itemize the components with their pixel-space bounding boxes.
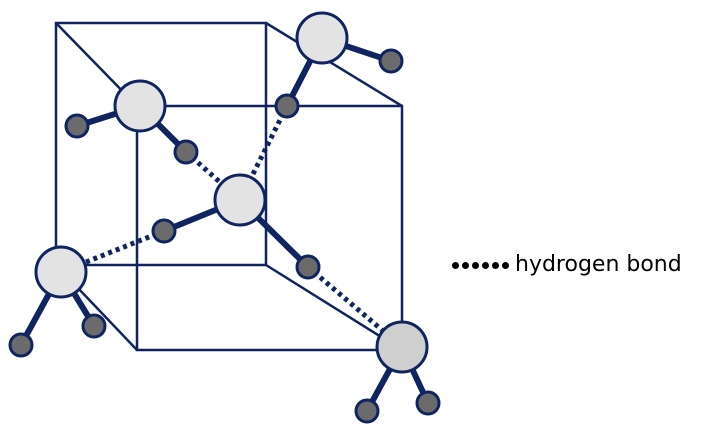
oxygen-atom [213,173,267,227]
oxygen-atom [34,245,88,299]
hydrogen-atom [274,93,300,119]
hydrogen-bond [237,104,290,202]
legend-dot [452,261,459,269]
legend-dot [482,261,489,269]
hydrogen-atom [8,332,34,358]
hydrogen-atom [354,398,380,424]
hydrogen-atom [64,113,90,139]
oxygen-atom [295,11,349,65]
legend-dot [462,261,469,269]
legend: hydrogen bond [452,250,682,280]
legend-dot [492,261,499,269]
covalent-bonds [18,35,431,414]
hydrogen-atoms [8,48,441,424]
oxygen-atom [375,320,429,374]
hydrogen-bond [60,228,165,275]
hydrogen-bond-legend-icon [452,261,509,269]
hydrogen-atom [415,390,441,416]
oxygen-atom [113,79,167,133]
hydrogen-atom [295,254,321,280]
cube-edge-top-right [265,21,403,108]
legend-dot [502,261,509,269]
cube-frame [54,21,404,352]
hydrogen-bonds [60,104,404,349]
cube-front-face [135,104,404,352]
hydrogen-atom [378,48,404,74]
hydrogen-atom [173,139,199,165]
legend-dot [472,261,479,269]
legend-label: hydrogen bond [515,252,682,277]
hydrogen-atom [81,313,107,339]
oxygen-atoms [34,11,429,374]
hydrogen-atom [151,218,177,244]
